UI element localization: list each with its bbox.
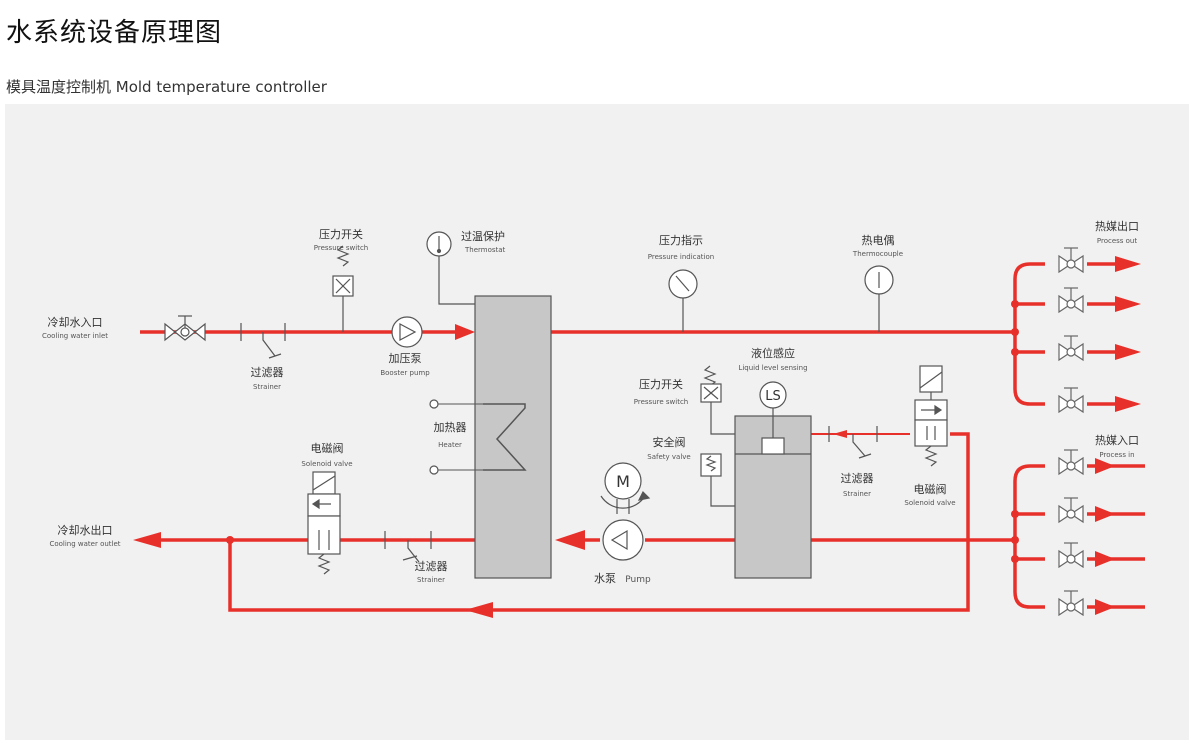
heater-label-en: Heater bbox=[438, 441, 462, 449]
cooling-inlet-label: 冷却水入口 bbox=[48, 316, 103, 329]
thermocouple-label: 热电偶 bbox=[862, 234, 895, 247]
solenoid-left-label-en: Solenoid valve bbox=[301, 460, 352, 468]
strainer-bottom-label-en: Strainer bbox=[417, 576, 445, 584]
pump-label-en: Pump bbox=[625, 575, 651, 585]
thermostat-label-en: Thermostat bbox=[464, 246, 506, 254]
level-sensor-box bbox=[761, 437, 785, 455]
booster-pump-label-en: Booster pump bbox=[380, 369, 430, 377]
process-out-label: 热媒出口 bbox=[1095, 219, 1139, 233]
booster-pump-label: 加压泵 bbox=[389, 352, 422, 365]
strainer-top-label-en: Strainer bbox=[253, 383, 281, 391]
motor-symbol bbox=[600, 462, 651, 514]
thermocouple-label-en: Thermocouple bbox=[852, 250, 903, 258]
strainer-bottom-label: 过滤器 bbox=[415, 560, 448, 573]
strainer-right-label: 过滤器 bbox=[841, 472, 874, 485]
red-pipes bbox=[140, 262, 1145, 612]
junction-dots bbox=[226, 300, 1019, 563]
ls-symbol bbox=[759, 381, 787, 409]
strainer-right-symbol bbox=[828, 426, 878, 459]
pressure-switch-tank bbox=[700, 365, 735, 435]
pump-label: 水泵 bbox=[594, 572, 616, 585]
thermostat-label: 过温保护 bbox=[461, 229, 505, 243]
liquid-level-label-en: Liquid level sensing bbox=[738, 364, 807, 372]
strainer-right-label-en: Strainer bbox=[843, 490, 871, 498]
heater-coil bbox=[437, 403, 527, 471]
safety-valve-symbol bbox=[700, 453, 735, 507]
pressure-switch-top bbox=[332, 245, 354, 332]
ls-symbol-text: LS bbox=[765, 389, 781, 404]
heater-vessel bbox=[474, 295, 552, 579]
solenoid-right-label: 电磁阀 bbox=[914, 482, 947, 496]
strainer-top-symbol bbox=[240, 323, 286, 359]
pressure-switch-top-label: 压力开关 bbox=[319, 227, 363, 241]
schematic-svg: 冷却水入口 Cooling water inlet 冷却水出口 Cooling … bbox=[42, 219, 1145, 618]
solenoid-left-symbol bbox=[307, 471, 341, 575]
strainer-top-label: 过滤器 bbox=[251, 366, 284, 379]
heater-label: 加热器 bbox=[434, 421, 467, 434]
page-title: 水系统设备原理图 bbox=[6, 18, 223, 48]
cooling-outlet-label-en: Cooling water outlet bbox=[49, 540, 120, 548]
cooling-inlet-label-en: Cooling water inlet bbox=[42, 332, 108, 340]
process-out-valves bbox=[1058, 247, 1084, 413]
page-subtitle: 模具温度控制机 Mold temperature controller bbox=[6, 78, 327, 96]
pump-symbol bbox=[602, 519, 644, 561]
cooling-outlet-label: 冷却水出口 bbox=[58, 523, 113, 537]
solenoid-left-label: 电磁阀 bbox=[311, 441, 344, 455]
inlet-valve-symbol bbox=[164, 315, 206, 342]
flow-arrows bbox=[133, 256, 1141, 618]
solenoid-right-label-en: Solenoid valve bbox=[904, 499, 955, 507]
liquid-level-label: 液位感应 bbox=[751, 346, 795, 360]
pressure-indication-label-en: Pressure indication bbox=[648, 253, 714, 261]
process-in-valves bbox=[1058, 449, 1084, 616]
pressure-switch-top-label-en: Pressure switch bbox=[314, 244, 368, 252]
pressure-indication-gauge bbox=[668, 269, 698, 332]
diagram-panel: 冷却水入口 Cooling water inlet 冷却水出口 Cooling … bbox=[5, 104, 1189, 740]
booster-pump-symbol bbox=[391, 316, 423, 348]
safety-valve-label-en: Safety valve bbox=[647, 453, 690, 461]
pressure-switch-tank-label-en: Pressure switch bbox=[634, 398, 688, 406]
process-in-label: 热媒入口 bbox=[1095, 434, 1139, 447]
strainer-bottom-symbol bbox=[384, 531, 432, 563]
thermocouple-gauge bbox=[864, 265, 894, 332]
motor-symbol-text: M bbox=[616, 472, 630, 491]
solenoid-right-symbol bbox=[914, 365, 948, 467]
process-in-label-en: Process in bbox=[1099, 451, 1134, 459]
heater-terminal-bottom bbox=[429, 465, 439, 475]
process-out-label-en: Process out bbox=[1097, 237, 1137, 245]
heater-terminal-top bbox=[429, 399, 439, 409]
thermostat-gauge bbox=[426, 231, 475, 305]
pressure-switch-tank-label: 压力开关 bbox=[639, 377, 683, 391]
pressure-indication-label: 压力指示 bbox=[659, 233, 703, 247]
safety-valve-label: 安全阀 bbox=[653, 435, 686, 449]
